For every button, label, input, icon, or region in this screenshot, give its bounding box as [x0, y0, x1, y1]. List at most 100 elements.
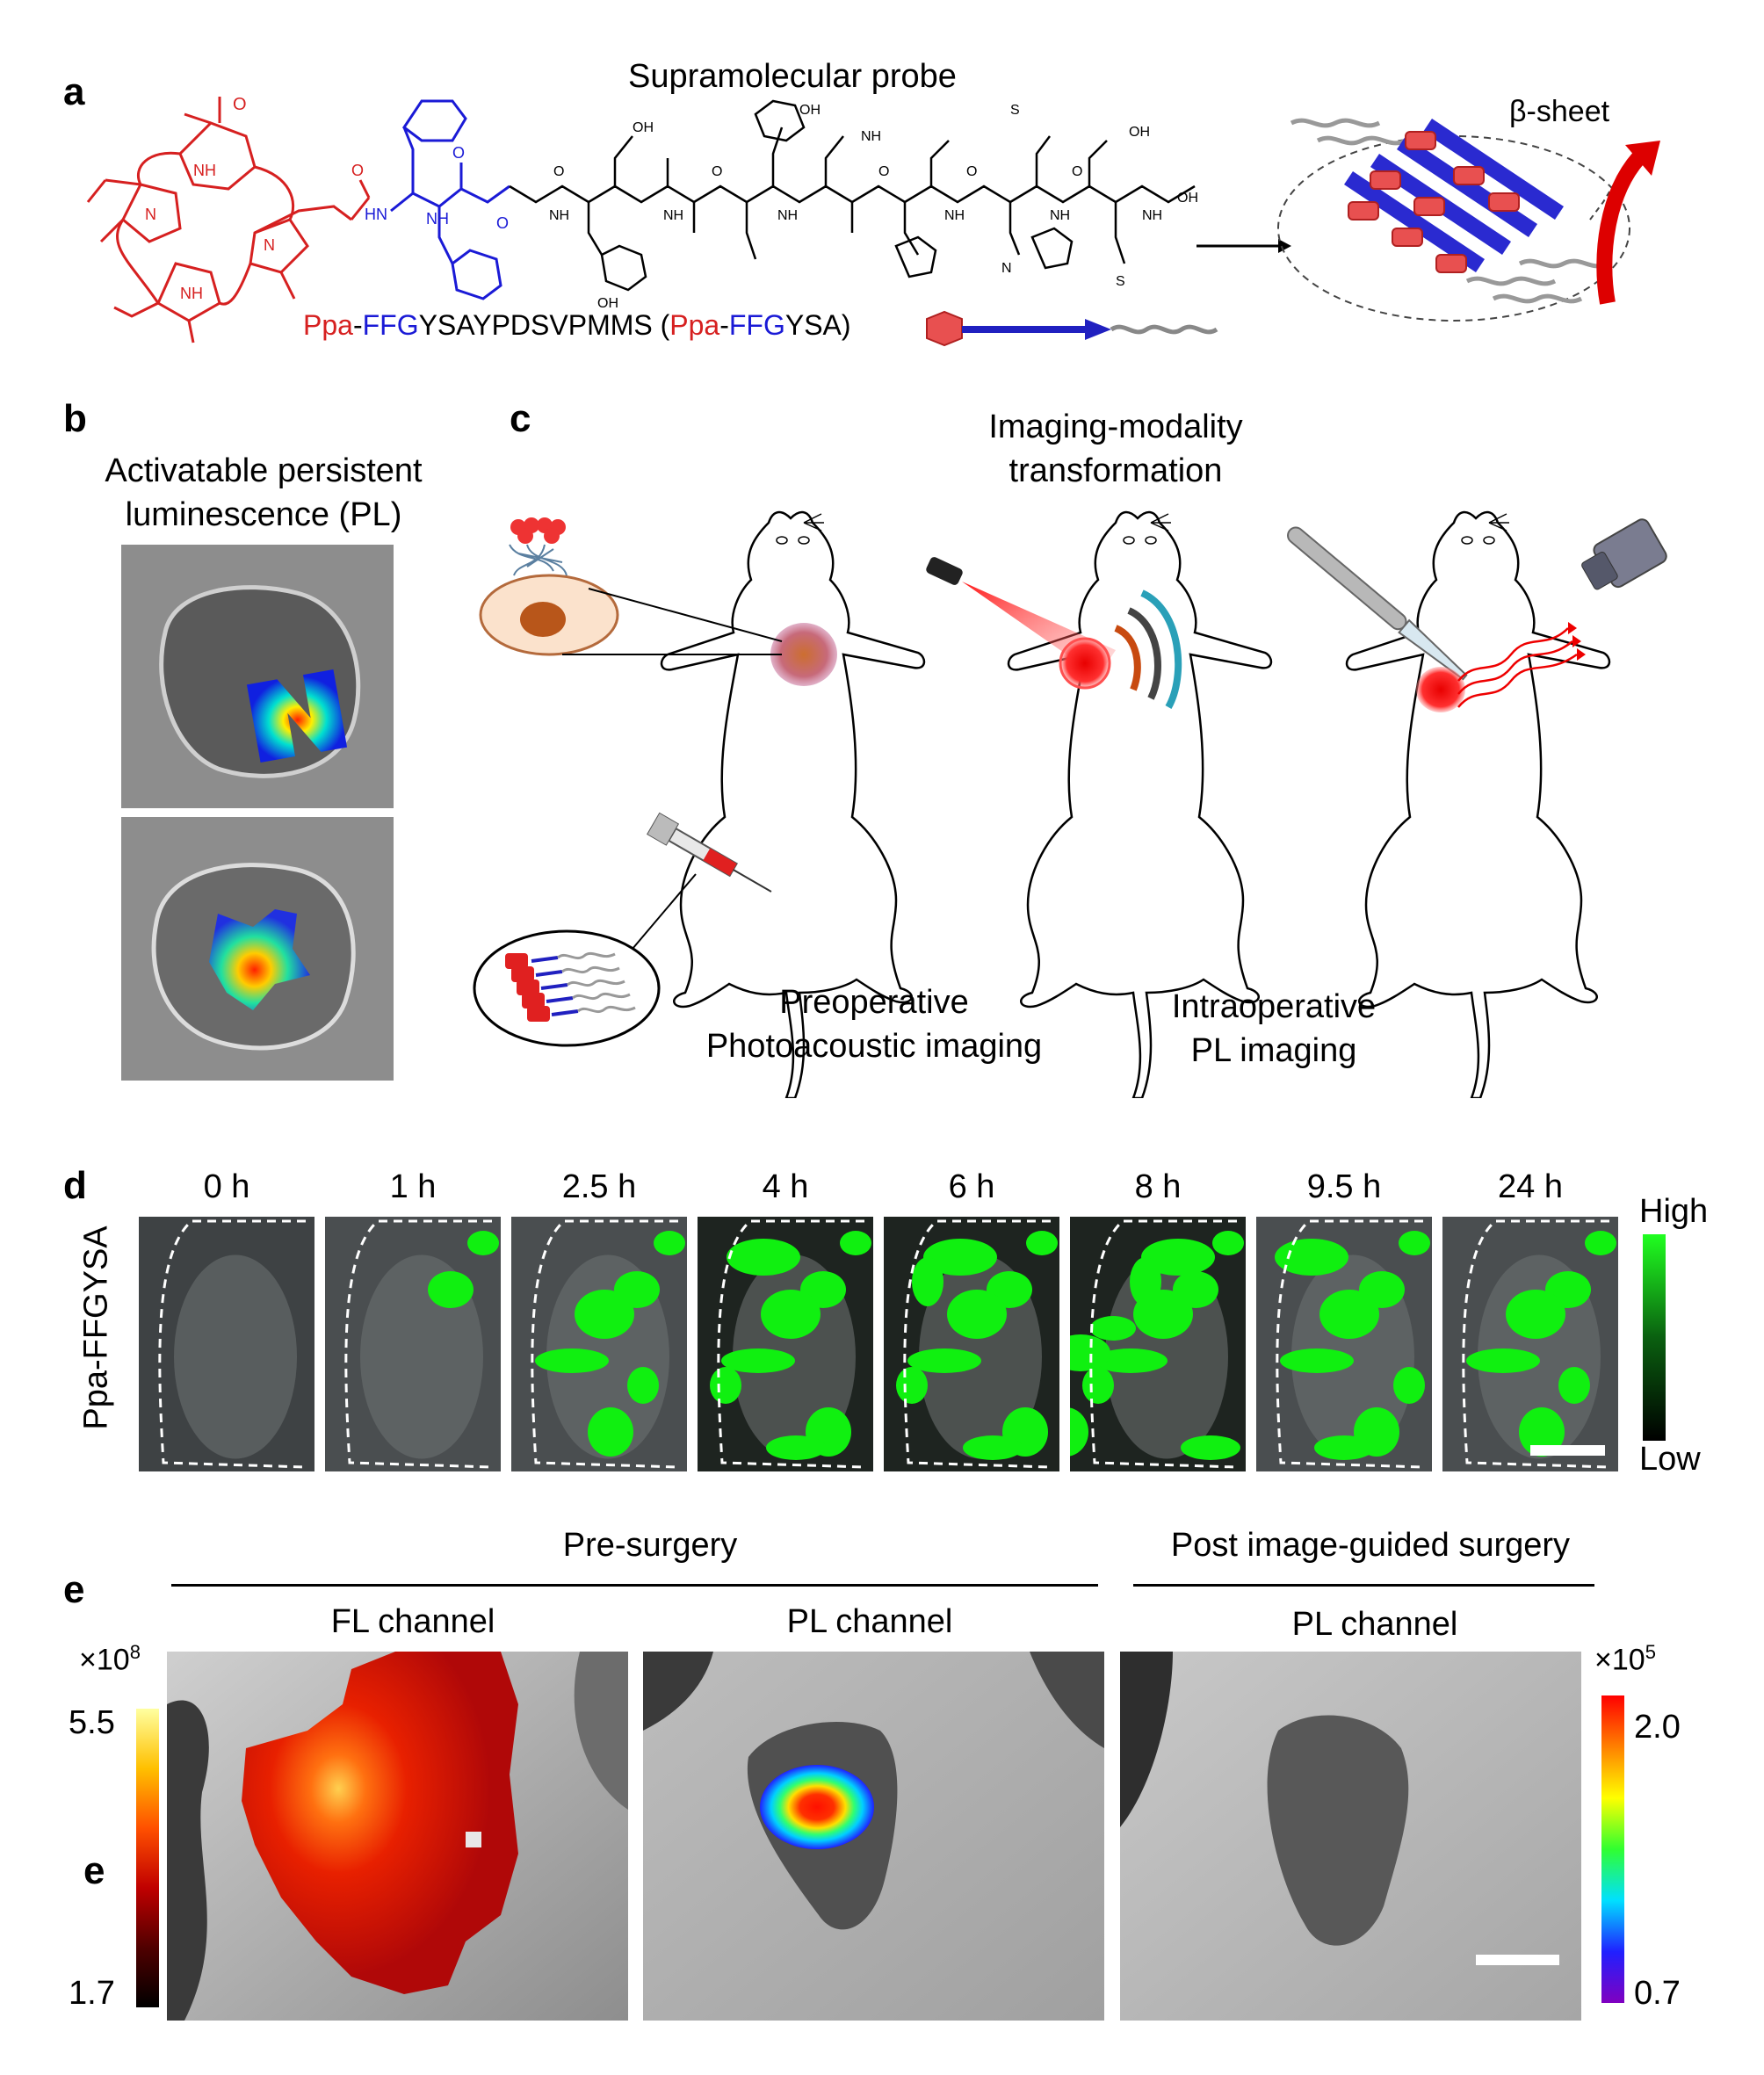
panel-d-row-label: Ppa-FFGYSA — [77, 1225, 115, 1430]
peptide-cartoon — [926, 310, 1218, 347]
post-surgery-bracket — [1133, 1584, 1594, 1587]
red-curved-arrow — [1596, 141, 1660, 305]
pl-scale-max: 2.0 — [1634, 1709, 1681, 1746]
atom-oh: OH — [597, 296, 618, 311]
sequence-part: FFG — [362, 309, 419, 341]
atom-s: S — [1010, 103, 1020, 118]
pl-channel-label-1: PL channel — [786, 1603, 953, 1640]
pa-image-frame — [884, 1217, 1059, 1471]
fl-channel-label: FL channel — [330, 1603, 495, 1640]
post-surgery-label: Post image-guided surgery — [1170, 1527, 1571, 1564]
beta-sheet-cartoon — [1277, 118, 1630, 322]
atom-o: O — [233, 95, 247, 114]
fl-scale-max: 5.5 — [69, 1704, 115, 1741]
atom-n: N — [1001, 261, 1012, 276]
atom-o: O — [878, 164, 889, 179]
intraoperative-line1: Intraoperative — [1171, 988, 1377, 1025]
atom-o: O — [351, 162, 364, 179]
pa-image-frame — [1442, 1217, 1618, 1471]
atom-s: S — [1116, 274, 1125, 289]
atom-n: N — [145, 206, 156, 223]
panel-b-title-1: Activatable persistent — [105, 452, 423, 489]
panel-d-letter: d — [63, 1164, 87, 1207]
pa-image-frame — [698, 1217, 873, 1471]
scale-low-label: Low — [1639, 1441, 1701, 1478]
pre-surgery-bracket — [171, 1584, 1098, 1587]
atom-n: N — [264, 236, 275, 254]
timepoint-label: 6 h — [948, 1168, 995, 1205]
sequence-part: Ppa — [669, 309, 720, 341]
timepoint-label: 4 h — [762, 1168, 809, 1205]
atom-o: O — [1072, 164, 1082, 179]
panel-a-letter: a — [63, 70, 85, 113]
fl-colorbar — [136, 1709, 159, 2007]
pl-scale-min: 0.7 — [1634, 1975, 1681, 2012]
atom-oh: OH — [1129, 125, 1150, 140]
atom-nh: NH — [1050, 208, 1070, 223]
sequence-part: YSAYPDSVPMMS ( — [418, 309, 670, 341]
ffg-segment — [390, 99, 510, 300]
pl-colorbar — [1601, 1695, 1624, 2003]
atom-nh: NH — [426, 210, 449, 228]
panel-e-letter: e — [63, 1568, 85, 1611]
overlay-letter-e: e — [83, 1849, 105, 1892]
pa-colorbar — [1643, 1234, 1666, 1441]
panel-c-title-2: transformation — [1009, 452, 1223, 489]
pl-image-bottom — [121, 817, 394, 1081]
atom-o: O — [966, 164, 977, 179]
pre-surgery-label: Pre-surgery — [562, 1527, 738, 1564]
atom-nh: NH — [663, 208, 683, 223]
pl-pre-image — [643, 1652, 1104, 2021]
fl-scale-multiplier: ×108 — [79, 1641, 141, 1677]
atom-oh: OH — [799, 103, 821, 118]
pa-image-frame — [1256, 1217, 1432, 1471]
pl-channel-label-2: PL channel — [1291, 1606, 1458, 1643]
atom-o: O — [452, 144, 465, 162]
atom-o: O — [553, 164, 564, 179]
sequence-part: FFG — [728, 309, 785, 341]
pl-post-image — [1120, 1652, 1581, 2021]
timepoint-label: 0 h — [203, 1168, 250, 1205]
pl-scale-multiplier: ×105 — [1594, 1641, 1656, 1677]
atom-nh: NH — [180, 285, 203, 302]
porphyrin-ring — [86, 97, 352, 343]
peptide-structure: O NH N N NH O HN O NH O O NH OH — [86, 95, 1198, 343]
preoperative-line2: Photoacoustic imaging — [705, 1028, 1043, 1065]
backbone-segment — [509, 99, 1196, 292]
panel-c-title-1: Imaging-modality — [988, 408, 1243, 445]
fl-channel-image — [167, 1652, 628, 2021]
atom-nh: NH — [193, 162, 216, 179]
atom-oh: OH — [1177, 191, 1198, 206]
sequence-part: - — [719, 309, 729, 341]
intraoperative-line2: PL imaging — [1190, 1032, 1357, 1069]
scale-high-label: High — [1639, 1193, 1709, 1230]
timepoint-label: 24 h — [1498, 1168, 1563, 1205]
mouse-illustrations — [473, 510, 1667, 1098]
panel-b-title-2: luminescence (PL) — [125, 496, 402, 533]
beta-sheet-label: β-sheet — [1509, 95, 1610, 128]
atom-oh: OH — [633, 120, 654, 135]
atom-hn: HN — [365, 206, 387, 223]
assembly-arrow — [1196, 239, 1291, 253]
atom-o: O — [712, 164, 722, 179]
panel-a-title: Supramolecular probe — [628, 58, 957, 95]
fl-scale-min: 1.7 — [69, 1975, 115, 2012]
timepoint-label: 8 h — [1134, 1168, 1182, 1205]
atom-nh: NH — [777, 208, 798, 223]
panel-b-letter: b — [63, 397, 87, 440]
sequence-part: - — [352, 309, 363, 341]
timepoint-label: 2.5 h — [561, 1168, 637, 1205]
atom-nh: NH — [549, 208, 569, 223]
sequence-part: YSA) — [784, 309, 851, 341]
atom-nh: NH — [944, 208, 965, 223]
pa-image-frame — [139, 1217, 314, 1471]
pa-image-frame — [1070, 1217, 1246, 1471]
sequence-part: Ppa — [303, 309, 353, 341]
timepoint-label: 9.5 h — [1306, 1168, 1382, 1205]
pa-image-frame — [511, 1217, 687, 1471]
timepoint-label: 1 h — [389, 1168, 437, 1205]
atom-oh: NH — [861, 129, 881, 144]
pa-image-frame — [325, 1217, 501, 1471]
atom-nh: NH — [1142, 208, 1162, 223]
